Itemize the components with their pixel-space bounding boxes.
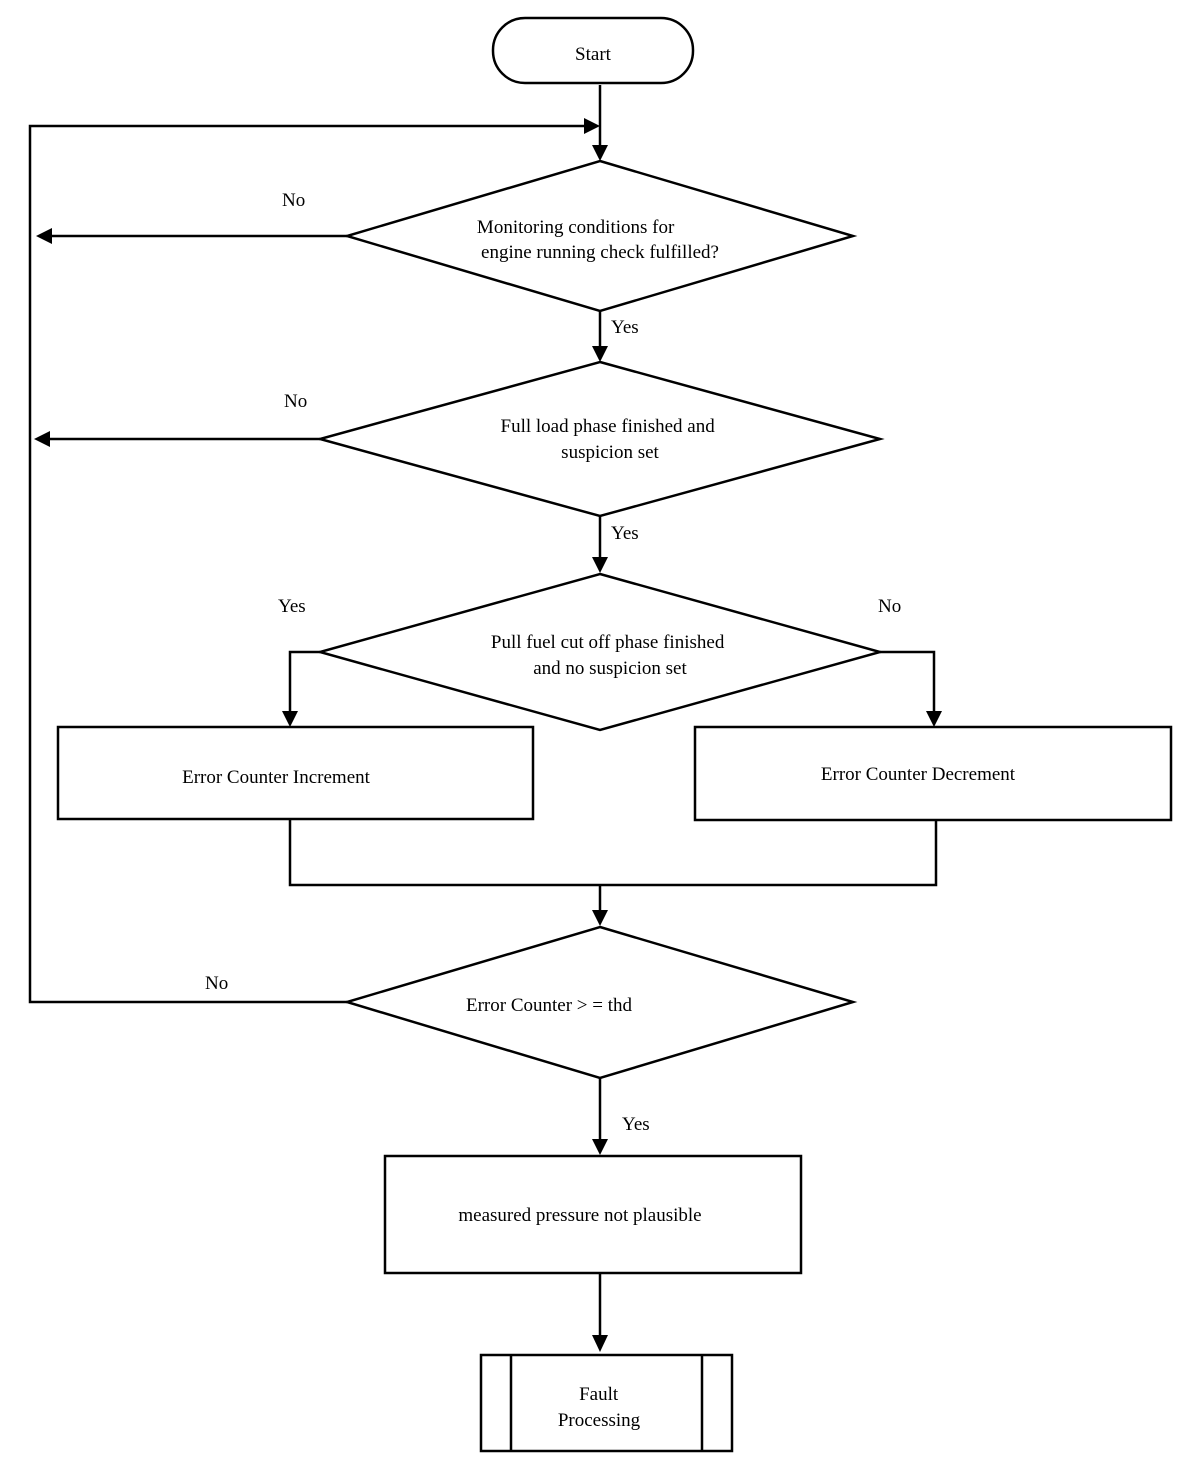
process-not-plausible — [383, 1154, 803, 1275]
arrowhead-fault — [592, 1335, 608, 1352]
decision-full-load — [315, 360, 885, 518]
connector-to-increment — [288, 650, 320, 712]
connector-to-decrement — [880, 650, 936, 712]
arrowhead-yes-4 — [592, 1139, 608, 1155]
decision-threshold-label: Error Counter > = thd — [466, 995, 633, 1016]
decision-full-load-label: Full load phase finished and suspicion s… — [501, 416, 720, 463]
arrowhead-loopback — [584, 118, 600, 134]
arrowhead-decrement — [926, 711, 942, 727]
arrowhead-no-1 — [36, 228, 52, 244]
fault-processing-line-1: Fault — [579, 1384, 619, 1405]
label-no-right: No — [878, 596, 901, 617]
process-decrement-label: Error Counter Decrement — [821, 764, 1016, 785]
decision-fuel-cut-line-2: and no suspicion set — [533, 658, 687, 679]
decision-monitoring-conditions-label: Monitoring conditions for engine running… — [477, 217, 719, 263]
decision-fuel-cut-line-1: Pull fuel cut off phase finished — [491, 632, 725, 653]
process-decrement — [693, 725, 1173, 822]
decision-full-load-line-2: suspicion set — [561, 442, 659, 463]
start-label: Start — [575, 44, 612, 65]
arrowhead-threshold — [592, 910, 608, 926]
decision-fuel-cut-label: Pull fuel cut off phase finished and no … — [491, 632, 729, 679]
label-yes-4: Yes — [622, 1114, 650, 1135]
start-terminator — [491, 16, 695, 85]
process-increment — [56, 725, 535, 821]
label-yes-left: Yes — [278, 596, 306, 617]
decision-fuel-cut — [315, 572, 885, 732]
arrowhead-check — [592, 145, 608, 161]
fault-processing-line-2: Processing — [558, 1410, 641, 1431]
decision-full-load-line-1: Full load phase finished and — [501, 416, 716, 437]
arrowhead-no-2 — [34, 431, 50, 447]
decision-monitoring-conditions-line-1: Monitoring conditions for — [477, 217, 675, 238]
label-no-4: No — [205, 973, 228, 994]
arrowhead-yes-1 — [592, 346, 608, 362]
connector-merge — [288, 819, 938, 887]
predefined-fault-processing-label: Fault Processing — [558, 1384, 641, 1431]
predefined-fault-processing — [479, 1353, 734, 1453]
decision-monitoring-conditions-line-2: engine running check fulfilled? — [481, 242, 719, 263]
arrowhead-increment — [282, 711, 298, 727]
label-yes-1: Yes — [611, 317, 639, 338]
label-yes-2: Yes — [611, 523, 639, 544]
arrowhead-yes-2 — [592, 557, 608, 573]
loopback-line — [28, 124, 584, 1004]
label-no-2: No — [284, 391, 307, 412]
process-not-plausible-label: measured pressure not plausible — [458, 1205, 701, 1226]
label-no-1: No — [282, 190, 305, 211]
process-increment-label: Error Counter Increment — [182, 767, 371, 788]
